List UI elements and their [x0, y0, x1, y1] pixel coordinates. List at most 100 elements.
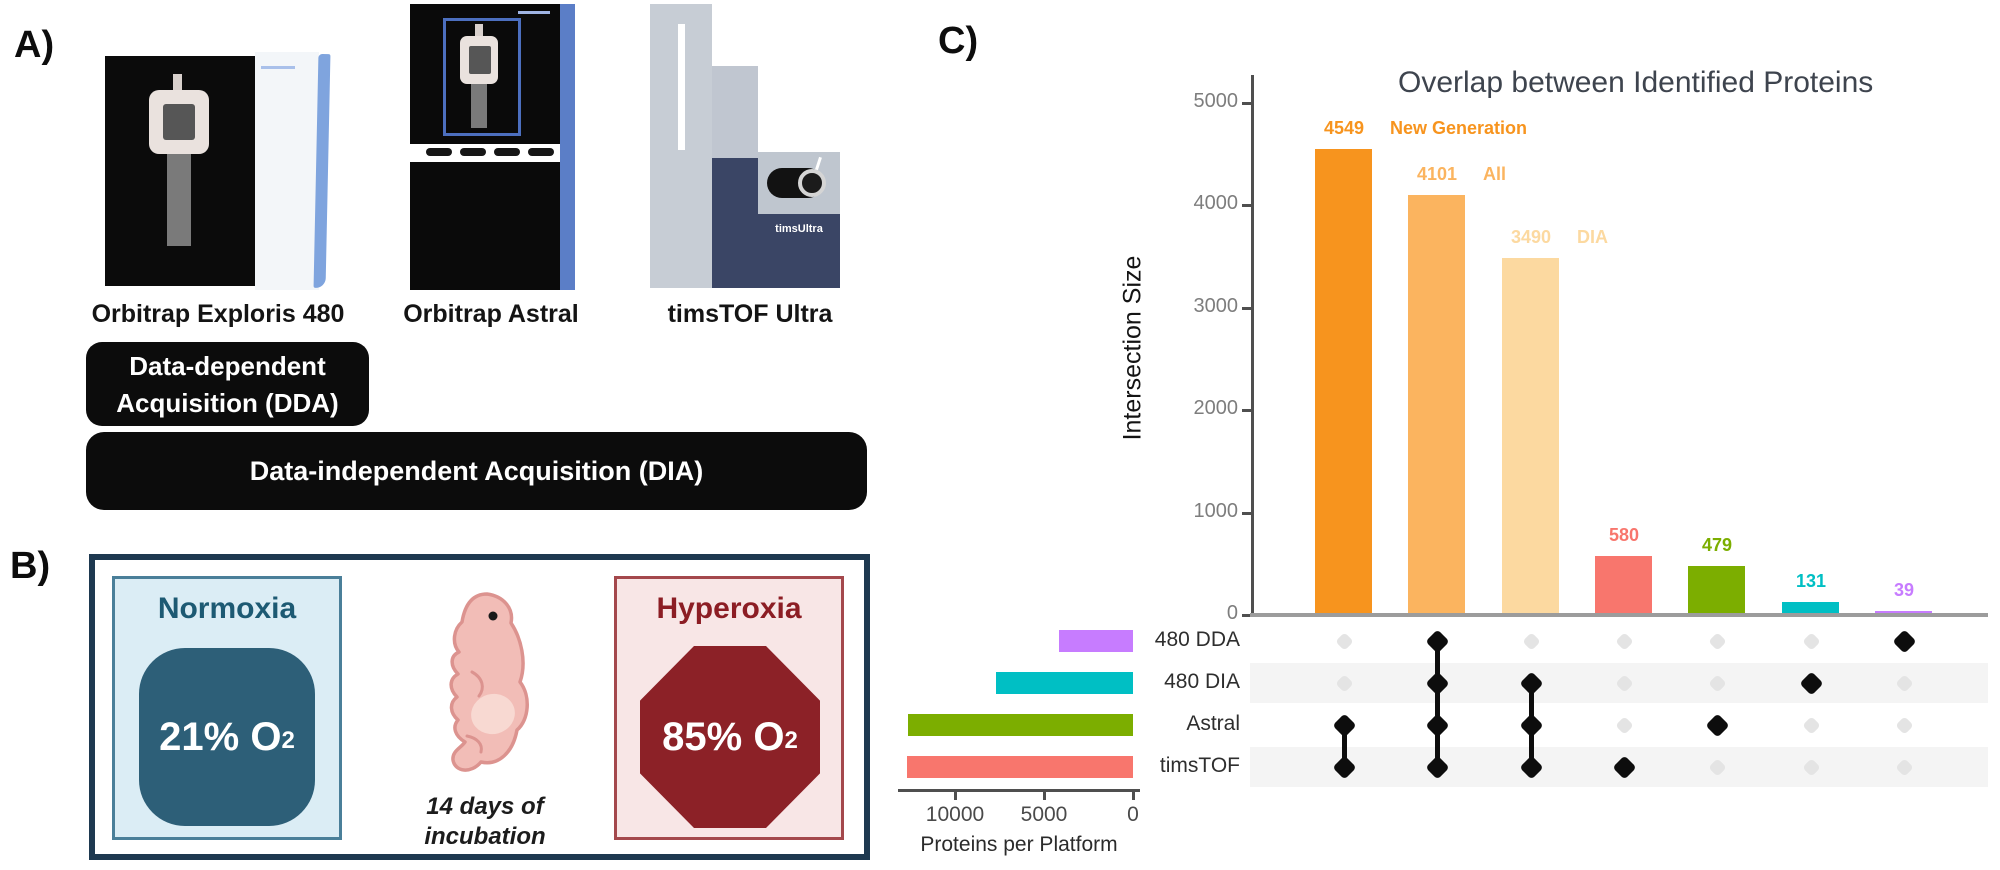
dia-badge: Data-independent Acquisition (DIA) [86, 432, 867, 510]
timstof-knob-dial [798, 169, 826, 197]
intersection-value-label: 3490 [1510, 227, 1552, 247]
y-axis-line [1251, 75, 1254, 617]
matrix-dot-active [1424, 628, 1450, 654]
matrix-dot-active [1891, 628, 1917, 654]
exploris-source-window [163, 104, 195, 140]
exploris-source-nub [173, 74, 182, 92]
incubation-caption: 14 days of incubation [390, 792, 580, 852]
intersection-bar [1408, 195, 1465, 615]
x-baseline [1250, 613, 1988, 617]
intersection-value-label: 479 [1701, 535, 1733, 555]
timstof-tower-slit [678, 24, 685, 150]
astral-vent-dash [494, 148, 520, 156]
set-size-bar [908, 714, 1133, 736]
hyperoxia-oxygen-value: 85% O [662, 714, 785, 759]
intersection-value-label: 4101 [1416, 164, 1458, 184]
matrix-dot-inactive [1614, 715, 1634, 735]
matrix-dot-active [1424, 712, 1450, 738]
astral-vent-dash [460, 148, 486, 156]
y-axis-tick-label: 3000 [1193, 295, 1239, 317]
hyperoxia-title: Hyperoxia [656, 592, 802, 625]
astral-vent-dash [528, 148, 554, 156]
astral-vent-dash [426, 148, 452, 156]
embryo-wing-line [470, 670, 484, 698]
intersection-value-label: 4549 [1323, 118, 1365, 138]
intersection-bar [1315, 149, 1372, 615]
astral-source-nub [475, 24, 483, 36]
timstof-navy-body [712, 158, 758, 288]
normoxia-oxygen-value: 21% O [159, 714, 282, 759]
intersection-value-label: 580 [1608, 525, 1640, 545]
y-axis-tick-label: 4000 [1193, 192, 1239, 214]
matrix-dot-inactive [1334, 631, 1354, 651]
chart-title: Overlap between Identified Proteins [1398, 66, 1874, 99]
set-axis-tick [1132, 792, 1135, 800]
set-size-bar [996, 672, 1133, 694]
instrument-name-exploris: Orbitrap Exploris 480 [91, 300, 345, 328]
set-axis-tick-label: 5000 [1020, 803, 1068, 826]
dda-badge-line2: Acquisition (DDA) [116, 388, 339, 418]
instrument-name-astral: Orbitrap Astral [403, 300, 579, 328]
panel-c-label: C) [938, 20, 979, 62]
matrix-dot-inactive [1521, 631, 1541, 651]
astral-source-window [469, 46, 491, 74]
matrix-dot-inactive [1614, 631, 1634, 651]
set-size-bar [907, 756, 1133, 778]
intersection-annotation: DIA [1577, 227, 1608, 247]
set-row-label: 480 DDA [1154, 628, 1240, 651]
incubation-caption-line1: 14 days of [426, 793, 544, 820]
intersection-annotation: All [1483, 164, 1507, 184]
y-axis-tick [1242, 102, 1251, 105]
y-axis-tick-label: 1000 [1193, 500, 1239, 522]
exploris-model-text-line [261, 66, 295, 69]
embryo-leg-line [465, 734, 483, 754]
timstof-step-block [712, 66, 758, 160]
timstof-badge: timsUltra [758, 214, 840, 288]
panel-a-label: A) [14, 24, 55, 66]
y-axis-tick [1242, 307, 1251, 310]
matrix-dot-active [1704, 712, 1730, 738]
matrix-connector [1342, 725, 1347, 767]
incubation-caption-line2: incubation [424, 823, 546, 850]
astral-model-text-line [518, 11, 550, 14]
astral-source-outline-box [443, 18, 521, 136]
embryo-eye [488, 611, 498, 621]
instrument-astral-illustration [410, 2, 576, 292]
y-axis-tick-label: 0 [1226, 602, 1238, 624]
instrument-name-timstof: timsTOF Ultra [667, 300, 833, 328]
y-axis-tick [1242, 409, 1251, 412]
y-axis-tick-label: 5000 [1193, 90, 1239, 112]
set-axis-tick-label: 10000 [925, 803, 985, 826]
intersection-bar [1782, 602, 1839, 615]
matrix-dot-inactive [1801, 715, 1821, 735]
instrument-timstof-illustration: timsUltra [648, 2, 844, 290]
embryo-belly [471, 693, 515, 735]
set-row-label: 480 DIA [1164, 670, 1240, 693]
set-axis-tick-label: 0 [1127, 803, 1139, 826]
set-row-label: timsTOF [1159, 754, 1240, 777]
instrument-exploris-480-illustration [105, 52, 331, 294]
matrix-dot-inactive [1801, 631, 1821, 651]
normoxia-title: Normoxia [157, 592, 297, 625]
intersection-bar [1688, 566, 1745, 615]
normoxia-oxygen-subscript: 2 [281, 727, 295, 755]
y-axis-tick-label: 2000 [1193, 397, 1239, 419]
matrix-dot-active [1331, 712, 1357, 738]
intersection-bar [1595, 556, 1652, 615]
chick-embryo-illustration [449, 592, 529, 772]
dda-badge-line1: Data-dependent [129, 351, 326, 381]
intersection-annotation: New Generation [1390, 118, 1528, 138]
exploris-source-stem [167, 154, 191, 246]
astral-lower-cabinet [410, 162, 560, 290]
y-axis-tick [1242, 614, 1251, 617]
intersection-value-label: 39 [1893, 580, 1915, 600]
astral-blue-strip [560, 4, 575, 290]
hyperoxia-oxygen-subscript: 2 [784, 727, 798, 755]
y-axis-tick [1242, 512, 1251, 515]
astral-source-stem [471, 84, 487, 128]
intersection-bar [1502, 258, 1559, 615]
set-row-label: Astral [1186, 712, 1240, 735]
